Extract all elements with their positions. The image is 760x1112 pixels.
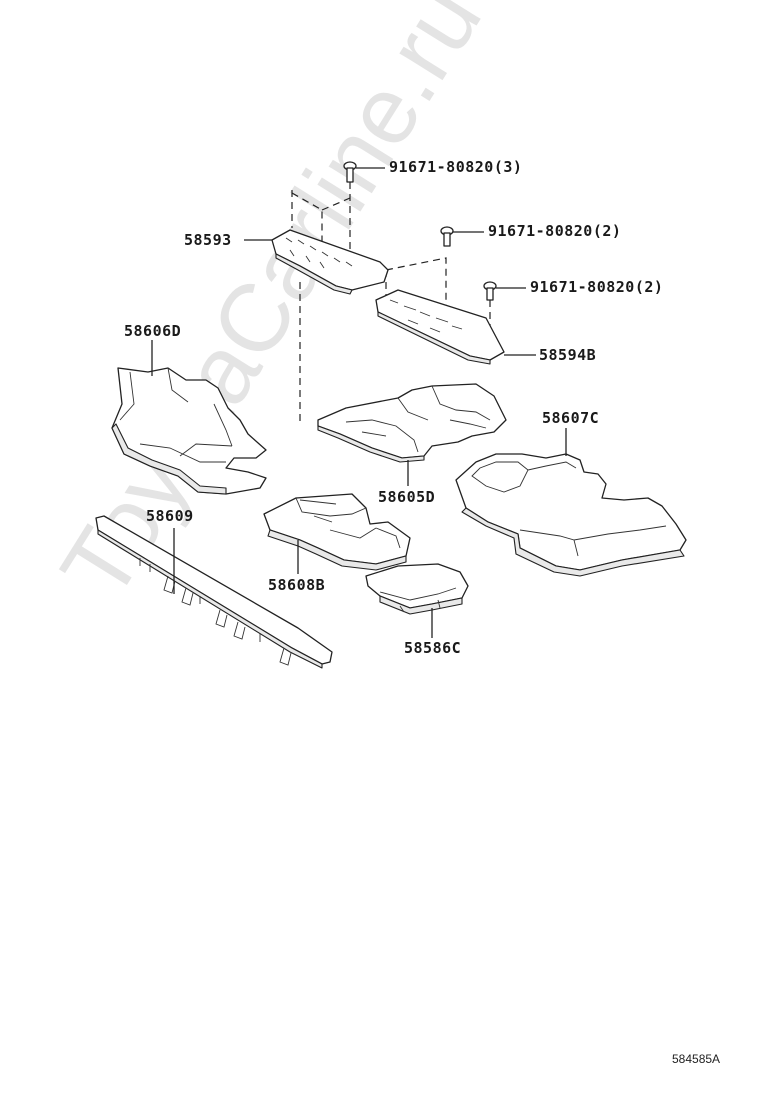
bolt-low — [483, 281, 526, 301]
label-58608B: 58608B — [268, 576, 326, 594]
part-58586C — [365, 563, 469, 638]
label-58594B: 58594B — [539, 346, 597, 364]
part-58606D — [111, 340, 267, 495]
bolt-top — [343, 161, 385, 183]
label-58606D: 58606D — [124, 322, 182, 340]
label-58609: 58609 — [146, 507, 194, 525]
label-bolt-low: 91671-80820(2) — [530, 278, 664, 296]
label-58605D: 58605D — [378, 488, 436, 506]
label-58586C: 58586C — [404, 639, 462, 657]
label-bolt-top: 91671-80820(3) — [389, 158, 523, 176]
part-58594B — [375, 289, 536, 365]
part-58593 — [244, 229, 389, 295]
part-58609 — [95, 515, 333, 669]
part-58608B — [263, 493, 411, 574]
bolt-mid — [440, 226, 484, 247]
figure-number: 584585A — [672, 1052, 721, 1066]
label-58607C: 58607C — [542, 409, 600, 427]
label-58593: 58593 — [184, 231, 232, 249]
part-58605D — [317, 383, 507, 486]
part-58607C — [455, 428, 687, 577]
label-bolt-mid: 91671-80820(2) — [488, 222, 622, 240]
